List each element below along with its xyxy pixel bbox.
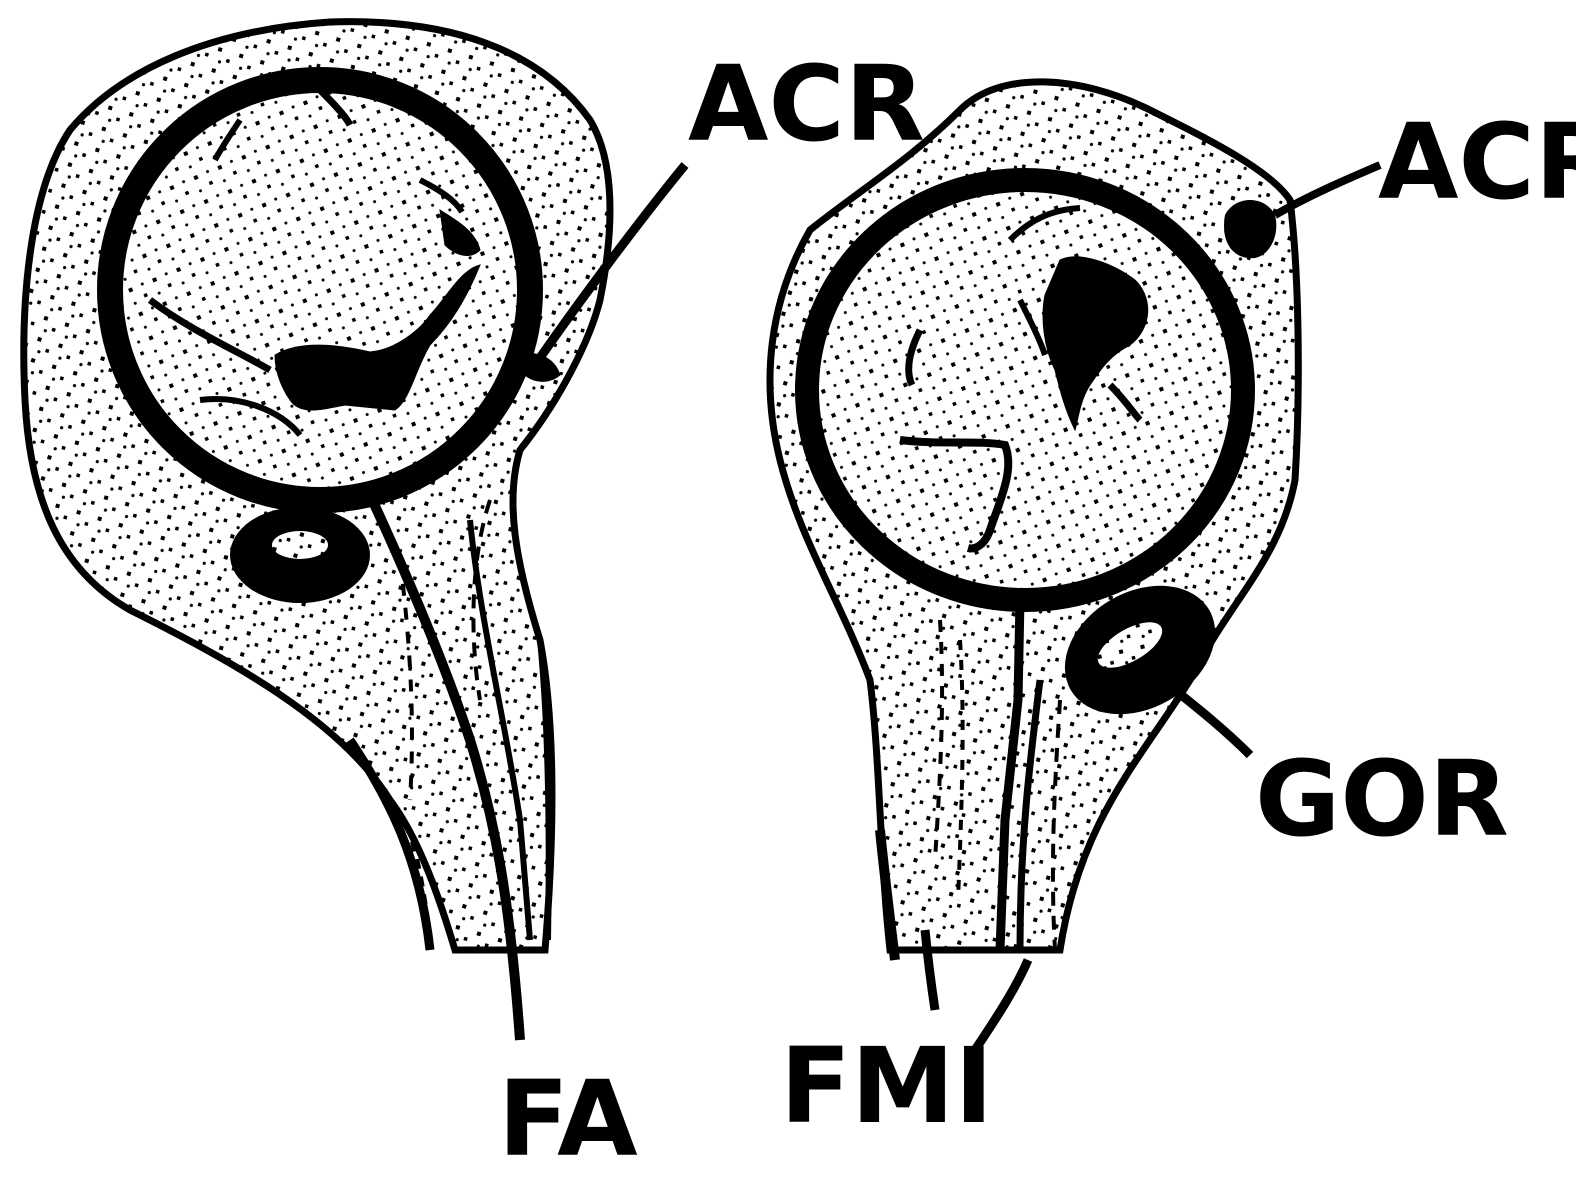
label-acr-left: ACR (688, 43, 925, 165)
label-gor: GOR (1255, 738, 1509, 860)
left-dark-body-core (272, 531, 328, 559)
right-acr-leader (1275, 165, 1380, 215)
label-acr-right: ACR (1378, 101, 1576, 223)
label-fa: FA (498, 1058, 638, 1180)
right-gor-leader (1175, 690, 1250, 755)
right-cell (770, 82, 1380, 1050)
label-fmi: FMI (780, 1025, 993, 1147)
left-cell (24, 22, 685, 1040)
right-nucleus (807, 180, 1243, 600)
